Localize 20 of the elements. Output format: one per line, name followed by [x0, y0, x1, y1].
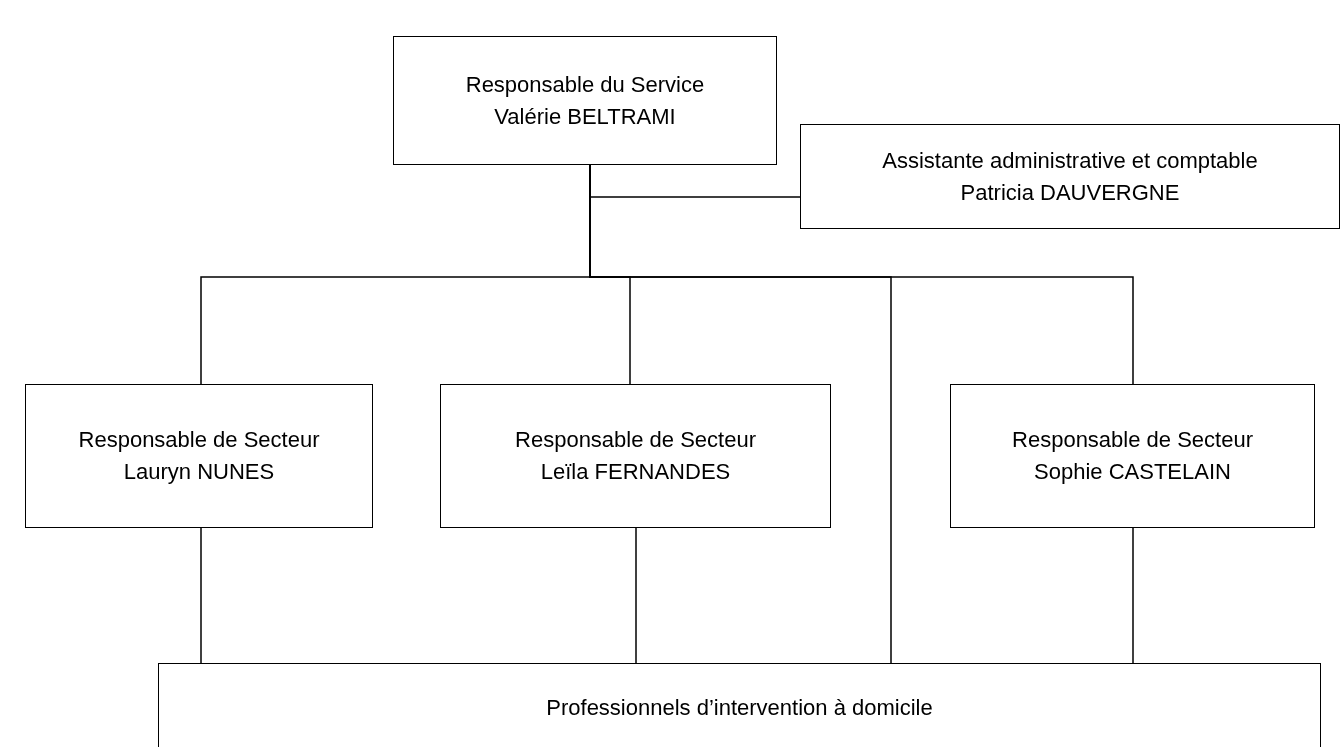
connector-line	[1132, 527, 1134, 664]
org-text: Responsable de Secteur	[1012, 426, 1253, 455]
org-box	[950, 384, 1315, 528]
org-text: Responsable de Secteur	[78, 426, 320, 455]
org-box	[158, 663, 1321, 747]
org-box	[393, 36, 777, 165]
org-text: Responsable du Service	[465, 70, 705, 99]
org-text: Lauryn NUNES	[123, 458, 275, 486]
connector-line	[635, 527, 637, 664]
org-text: Sophie CASTELAIN	[1034, 458, 1231, 486]
org-text: Professionnels d’intervention à domicile	[546, 694, 933, 723]
org-box	[25, 384, 373, 528]
org-text: Patricia DAUVERGNE	[960, 178, 1180, 207]
connector-line	[200, 527, 202, 664]
org-text: Valérie BELTRAMI	[494, 102, 676, 131]
org-text: Assistante administrative et comptable	[882, 146, 1258, 175]
org-text: Leïla FERNANDES	[540, 458, 731, 486]
org-box	[800, 124, 1340, 229]
org-text: Responsable de Secteur	[515, 426, 756, 455]
org-box	[440, 384, 831, 528]
